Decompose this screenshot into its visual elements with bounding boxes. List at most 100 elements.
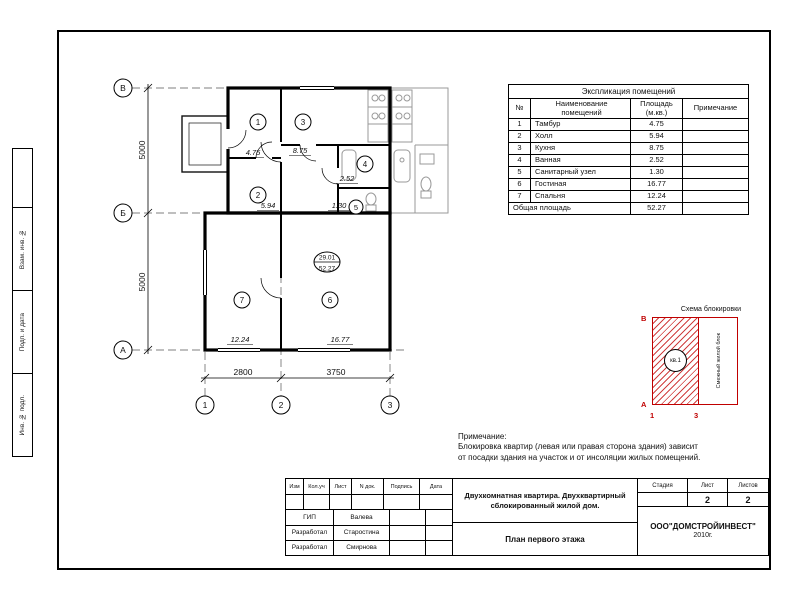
revision-header: Кол.уч — [304, 479, 330, 494]
table-cell — [682, 202, 749, 216]
table-header-cell: Примечание — [682, 97, 749, 120]
kitchen-fixtures — [367, 89, 389, 143]
margin-box-blank — [12, 148, 33, 208]
table-cell: 8.75 — [630, 142, 683, 156]
porch — [181, 115, 229, 173]
windows — [201, 84, 350, 354]
revision-header: N док. — [352, 479, 384, 494]
revision-header: Дата — [429, 483, 443, 490]
stage-value-row: 2 2 — [638, 493, 768, 507]
area-label: 4.75 — [246, 148, 261, 157]
table-cell: 5 — [508, 166, 531, 180]
sheet-number: 2 — [688, 493, 728, 506]
table-cell: 2 — [508, 130, 531, 144]
staff-row: Разработал Старостина — [286, 524, 453, 540]
unit-label: кв.1 — [670, 357, 681, 364]
table-row: 1 Тамбур 4.75 — [508, 118, 749, 132]
table-cell: Холл — [530, 130, 631, 144]
table-cell — [682, 190, 749, 204]
table-cell: 4 — [508, 154, 531, 168]
blocking-scheme: Схема блокировки кв.1 Смежный жилой блок… — [636, 306, 786, 420]
table-cell: Гостиная — [530, 178, 631, 192]
staff-role: Разработал — [286, 525, 334, 540]
table-row: 5 Санитарный узел 1.30 — [508, 166, 749, 180]
table-row: 2 Холл 5.94 — [508, 130, 749, 144]
table-cell — [682, 130, 749, 144]
room-number: 3 — [301, 118, 306, 127]
table-cell — [682, 178, 749, 192]
revision-header-row: Изм Кол.уч Лист N док. Подпись Дата — [286, 479, 452, 494]
staff-signature — [390, 540, 426, 555]
table-cell: 1 — [508, 118, 531, 132]
note: Примечание: Блокировка квартир (левая ил… — [458, 432, 778, 463]
table-cell: Тамбур — [530, 118, 631, 132]
axis-circles — [113, 78, 400, 415]
staff-date — [426, 510, 452, 524]
table-cell: Ванная — [530, 154, 631, 168]
table-cell: 4.75 — [630, 118, 683, 132]
staff-name: Смирнова — [334, 540, 390, 555]
area-label: 1.30 — [332, 201, 347, 210]
blocking-axis-label: 1 — [650, 411, 655, 420]
blocking-unit-area: кв.1 — [653, 318, 699, 404]
sheets-total: 2 — [745, 494, 751, 505]
company-name: ООО"ДОМСТРОЙИНВЕСТ" — [650, 521, 756, 531]
adjacent-label: Смежный жилой блок — [715, 333, 722, 389]
table-cell: 1.30 — [630, 166, 683, 180]
total-value: 52.27 — [630, 202, 683, 216]
doors — [225, 129, 339, 299]
table-row: 6 Гостиная 16.77 — [508, 178, 749, 192]
interior-walls — [228, 88, 390, 350]
blocking-axis-label: 3 — [694, 411, 699, 420]
table-cell: 5.94 — [630, 130, 683, 144]
table-header-cell: Площадь (м.кв.) — [630, 97, 683, 120]
area-stamp-lower: 52.27 — [319, 266, 336, 273]
area-label: 5.94 — [261, 201, 276, 210]
table-cell — [682, 118, 749, 132]
margin-box-vzam: Взам. инв. № — [12, 207, 33, 291]
axis-label: 1 — [203, 400, 208, 410]
area-label: 8.75 — [293, 146, 308, 155]
dimension-lines — [143, 83, 395, 383]
table-cell — [682, 154, 749, 168]
axis-label: А — [120, 345, 126, 355]
room-circles — [233, 113, 374, 309]
table-cell: 16.77 — [630, 178, 683, 192]
dimension-label: 2800 — [234, 367, 253, 377]
room-number: 7 — [240, 296, 245, 305]
table-header-cell: № — [508, 97, 531, 120]
title-block: Изм Кол.уч Лист N док. Подпись Дата ГИП … — [285, 478, 769, 556]
table-cell: Санитарный узел — [530, 166, 631, 180]
staff-role: ГИП — [286, 510, 334, 525]
table-row: 7 Спальня 12.24 — [508, 190, 749, 204]
title-block-left: Изм Кол.уч Лист N док. Подпись Дата ГИП … — [286, 479, 454, 555]
title-block-middle: Двухкомнатная квартира. Двухквартирный с… — [453, 479, 638, 555]
table-cell: 7 — [508, 190, 531, 204]
drawing-title: План первого этажа — [505, 534, 585, 544]
area-label: 2.52 — [339, 174, 355, 183]
table-title: Экспликация помещений — [508, 84, 749, 99]
room-number: 2 — [256, 191, 261, 200]
margin-label: Инв. № подл. — [19, 394, 26, 436]
note-line: Блокировка квартир (левая или правая сто… — [458, 442, 698, 452]
blocking-adjacent-area: Смежный жилой блок — [700, 318, 737, 404]
axis-label: Б — [120, 208, 126, 218]
area-label: 12.24 — [231, 335, 250, 344]
table-header-row: № Наименование помещений Площадь (м.кв.)… — [508, 97, 749, 120]
title-block-right: Стадия Лист Листов 2 2 ООО"ДОМСТРОЙИНВЕС… — [638, 479, 768, 555]
staff-row: ГИП Валева — [286, 509, 453, 525]
stage-header: Стадия — [638, 479, 688, 492]
area-underlines — [227, 155, 358, 345]
company-year: 2010г. — [693, 531, 713, 539]
table-cell: 12.24 — [630, 190, 683, 204]
revision-header: Изм — [286, 479, 304, 494]
staff-name: Старостина — [334, 525, 390, 540]
staff-date — [426, 541, 452, 555]
stage-value — [638, 493, 688, 506]
project-title: Двухкомнатная квартира. Двухквартирный с… — [453, 479, 637, 523]
room-number: 1 — [256, 118, 261, 127]
revision-header: Лист — [330, 479, 352, 494]
axis-label: 2 — [279, 400, 284, 410]
staff-role: Разработал — [286, 540, 334, 555]
table-cell: Спальня — [530, 190, 631, 204]
